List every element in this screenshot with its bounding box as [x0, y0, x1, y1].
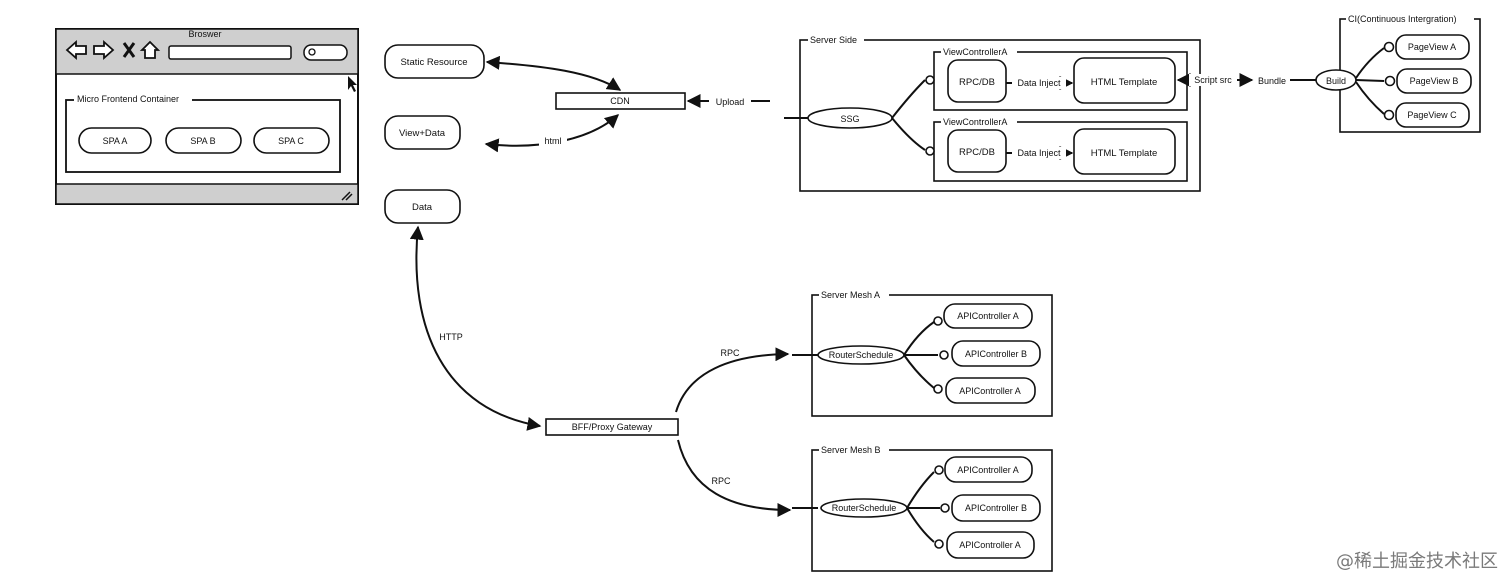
resize-grip-icon[interactable]	[341, 191, 353, 201]
rpc-arrow-a	[675, 347, 790, 413]
build-node[interactable]: Build	[1315, 69, 1357, 91]
html-label: html	[544, 136, 561, 146]
svg-text:Data Inject: Data Inject	[1017, 148, 1061, 158]
svg-text:ViewControllerA: ViewControllerA	[943, 117, 1007, 127]
svg-text:RPC/DB: RPC/DB	[959, 147, 995, 158]
script-src-label: Script src	[1194, 75, 1232, 85]
api-controller-a-1[interactable]: APIController A	[943, 303, 1033, 329]
svg-text:APIController B: APIController B	[965, 503, 1027, 513]
api-controller-b-1[interactable]: APIController B	[951, 340, 1041, 367]
router-schedule-b[interactable]: RouterSchedule	[820, 498, 908, 518]
svg-text:APIController A: APIController A	[959, 386, 1021, 396]
svg-text:APIController A: APIController A	[959, 540, 1021, 550]
spa-a[interactable]: SPA A	[78, 127, 152, 154]
bundle-label: Bundle	[1258, 76, 1286, 86]
svg-text:HTML Template: HTML Template	[1091, 77, 1158, 88]
svg-text:PageView B: PageView B	[1410, 76, 1459, 86]
svg-text:Server Mesh A: Server Mesh A	[821, 290, 880, 300]
server-side-panel: Server Side SSG ViewControllerA RPC/DB D…	[784, 34, 1201, 192]
pageview-a-node[interactable]: PageView A	[1395, 34, 1470, 60]
rpc-db-node[interactable]: RPC/DB	[947, 59, 1007, 103]
api-controller-a-3[interactable]: APIController A	[944, 456, 1033, 483]
html-template-node-2[interactable]: HTML Template	[1073, 128, 1176, 175]
svg-text:Build: Build	[1326, 76, 1346, 86]
static-resource-node[interactable]: Static Resource	[384, 44, 485, 79]
svg-text:View+Data: View+Data	[399, 128, 446, 139]
server-mesh-a: Server Mesh A RouterSchedule APIControll…	[792, 289, 1053, 417]
svg-text:RouterSchedule: RouterSchedule	[832, 503, 897, 513]
search-icon	[308, 48, 316, 56]
svg-text:ViewControllerA: ViewControllerA	[943, 47, 1007, 57]
svg-text:Static Resource: Static Resource	[400, 57, 467, 68]
svg-text:APIController A: APIController A	[957, 465, 1019, 475]
data-node[interactable]: Data	[384, 189, 461, 224]
svg-text:SPA C: SPA C	[278, 136, 304, 146]
browser-window: Broswer Micro Frontend Container SPA A S…	[55, 28, 359, 205]
svg-text:SPA B: SPA B	[190, 136, 215, 146]
svg-text:PageView A: PageView A	[1408, 42, 1456, 52]
forward-arrow-icon[interactable]	[93, 39, 115, 61]
api-controller-a-4[interactable]: APIController A	[946, 531, 1035, 559]
watermark: @稀土掘金技术社区	[1336, 551, 1498, 572]
browser-title: Broswer	[188, 29, 221, 39]
svg-text:APIController A: APIController A	[957, 311, 1019, 321]
router-schedule-a[interactable]: RouterSchedule	[817, 345, 905, 365]
svg-text:Data: Data	[412, 202, 433, 213]
upload-label: Upload	[716, 97, 745, 107]
svg-text:SSG: SSG	[840, 114, 859, 124]
pageview-c-node[interactable]: PageView C	[1395, 102, 1470, 128]
html-template-node[interactable]: HTML Template	[1073, 57, 1176, 104]
svg-text:RPC/DB: RPC/DB	[959, 77, 995, 88]
ci-title: CI(Continuous Intergration)	[1348, 14, 1457, 24]
static-cdn-arrow	[485, 55, 622, 91]
svg-text:CDN: CDN	[610, 96, 630, 106]
ci-panel: CI(Continuous Intergration) Build PageVi…	[1315, 13, 1481, 133]
http-label: HTTP	[439, 332, 463, 342]
spa-c[interactable]: SPA C	[253, 127, 330, 154]
svg-text:APIController B: APIController B	[965, 349, 1027, 359]
svg-text:RouterSchedule: RouterSchedule	[829, 350, 894, 360]
rpc-label-a: RPC	[720, 348, 740, 358]
view-controller-a-2: ViewControllerA RPC/DB Data Inject HTML …	[925, 116, 1188, 182]
view-controller-a: ViewControllerA RPC/DB Data Inject HTML …	[925, 46, 1188, 111]
view-data-node[interactable]: View+Data	[384, 115, 461, 150]
cursor-icon	[348, 76, 357, 92]
svg-text:BFF/Proxy Gateway: BFF/Proxy Gateway	[572, 422, 653, 432]
address-bar[interactable]	[168, 45, 292, 60]
pageview-b-node[interactable]: PageView B	[1396, 68, 1472, 94]
api-controller-b-2[interactable]: APIController B	[951, 494, 1041, 522]
ssg-node[interactable]: SSG	[807, 107, 893, 129]
svg-text:Server Mesh B: Server Mesh B	[821, 445, 881, 455]
rpc-label-b: RPC	[711, 476, 731, 486]
cdn-node[interactable]: CDN	[555, 92, 686, 110]
server-side-title: Server Side	[810, 35, 857, 45]
search-box[interactable]	[303, 44, 348, 61]
spa-b[interactable]: SPA B	[165, 127, 242, 154]
api-controller-a-2[interactable]: APIController A	[945, 377, 1036, 404]
bff-gateway-node[interactable]: BFF/Proxy Gateway	[545, 418, 679, 436]
container-label: Micro Frontend Container	[77, 94, 179, 104]
home-icon[interactable]	[139, 40, 161, 59]
rpc-arrow-b	[677, 439, 792, 517]
svg-text:HTML Template: HTML Template	[1091, 148, 1158, 159]
svg-text:PageView C: PageView C	[1407, 110, 1457, 120]
close-icon[interactable]	[122, 42, 136, 58]
svg-text:Data Inject: Data Inject	[1017, 78, 1061, 88]
server-mesh-b: Server Mesh B RouterSchedule APIControll…	[792, 444, 1053, 572]
svg-text:SPA A: SPA A	[103, 136, 128, 146]
back-arrow-icon[interactable]	[65, 39, 87, 61]
http-arrow	[409, 225, 542, 431]
rpc-db-node-2[interactable]: RPC/DB	[947, 129, 1007, 173]
